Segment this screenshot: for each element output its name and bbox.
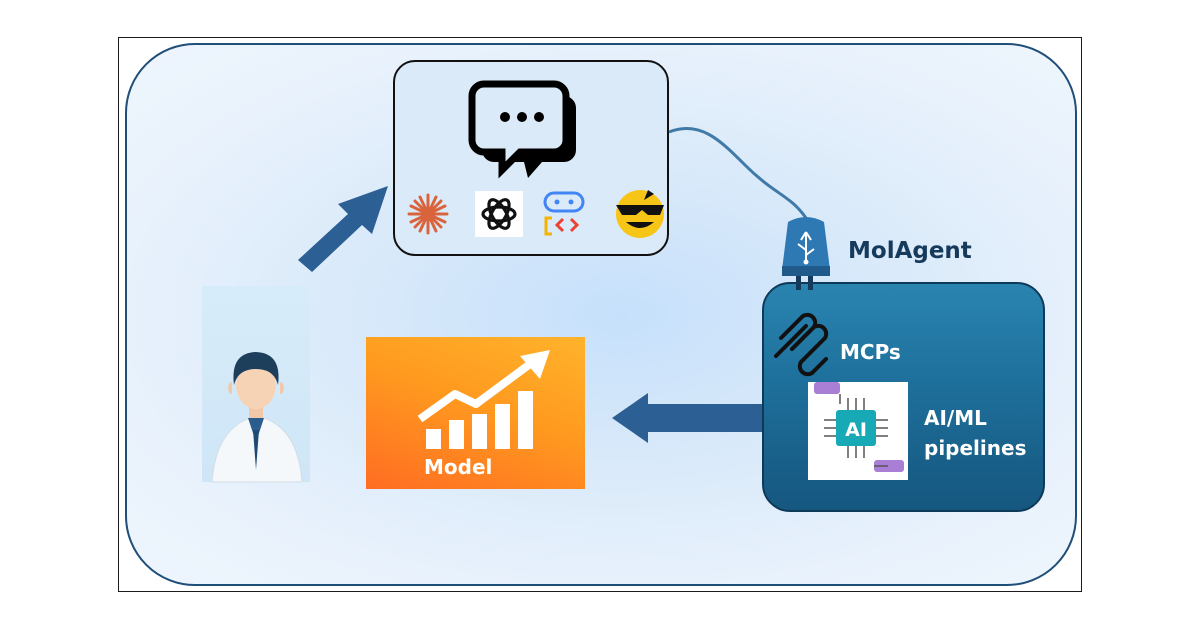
mcps-label: MCPs — [840, 340, 901, 364]
gemini-code-icon — [543, 191, 585, 236]
arrow-to-llm — [298, 186, 388, 272]
claude-icon — [407, 193, 449, 235]
aiml-label-line2: pipelines — [924, 436, 1027, 460]
arrow-to-model — [612, 393, 762, 443]
model-label: Model — [424, 455, 493, 479]
ai-chip-icon: AI — [814, 382, 904, 472]
ai-chip-label: AI — [845, 419, 867, 441]
cable-connector — [668, 126, 808, 219]
chat-bubbles-icon — [468, 80, 576, 179]
aiml-label-line1: AI/ML — [924, 406, 987, 430]
model-panel — [366, 337, 585, 489]
usb-plug-icon — [782, 217, 830, 290]
emoji-sunglasses-icon — [616, 190, 664, 238]
aiml-label: AI/ML pipelines — [924, 403, 1026, 463]
molagent-label: MolAgent — [848, 238, 972, 264]
growth-chart-icon — [417, 350, 550, 449]
scientist-icon — [211, 352, 303, 483]
openai-icon — [475, 191, 523, 237]
mcp-icon — [774, 312, 829, 377]
